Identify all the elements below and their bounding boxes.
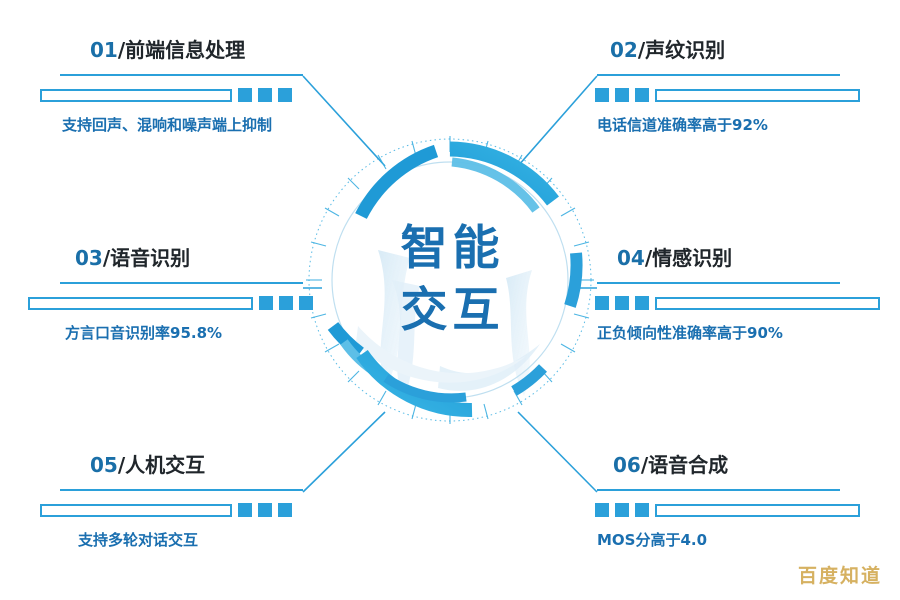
central-hub-graphic: 智能 交互 [300,130,600,430]
item-03-bar-square-3 [299,296,313,310]
item-03-description: 方言口音识别率95.8% [65,324,223,342]
item-02-number: 02 [610,38,638,62]
item-01-description: 支持回声、混响和噪声端上抑制 [62,116,273,134]
item-02-bar [595,88,860,102]
item-04[interactable]: 04/情感识别 正负倾向性准确率高于90% [595,248,880,341]
item-01[interactable]: 01/前端信息处理 支持回声、混响和噪声端上抑制 [40,40,305,133]
item-06-bar-track [655,503,860,517]
item-03-bar-square-2 [279,296,293,310]
item-06-description: MOS分高于4.0 [597,531,708,549]
item-03-bar-square-1 [259,296,273,310]
item-02-bar-track [655,88,860,102]
item-05-title: 05/人机交互 [90,455,305,475]
item-02-title-text: 声纹识别 [645,38,726,62]
item-05-bar-track [40,503,232,517]
item-02[interactable]: 02/声纹识别 电话信道准确率高于92% [595,40,860,133]
item-03-separator: / [102,246,111,270]
item-05[interactable]: 05/人机交互 支持多轮对话交互 [40,455,305,548]
item-03-rule [60,282,303,284]
item-02-bar-square-1 [635,88,649,102]
item-03-title: 03/语音识别 [75,248,305,268]
item-05-bar-square-3 [278,503,292,517]
item-02-separator: / [637,38,646,62]
item-01-number: 01 [90,38,118,62]
item-01-title-text: 前端信息处理 [125,38,246,62]
item-04-rule [597,282,840,284]
item-03-number: 03 [75,246,103,270]
item-06-separator: / [640,453,649,477]
item-06-bar-square-3 [595,503,609,517]
item-06-number: 06 [613,453,641,477]
item-05-bar-square-1 [238,503,252,517]
item-06-bar [595,503,860,517]
watermark: 百度知道 [797,565,882,587]
item-04-title-text: 情感识别 [652,246,733,270]
item-05-separator: / [117,453,126,477]
item-01-title: 01/前端信息处理 [90,40,305,60]
item-03[interactable]: 03/语音识别 方言口音识别率95.8% [20,248,313,342]
item-02-title: 02/声纹识别 [610,40,860,60]
item-03-title-text: 语音识别 [110,246,191,270]
item-01-bar-square-2 [258,88,272,102]
item-04-description: 正负倾向性准确率高于90% [597,324,783,342]
item-02-bar-square-3 [595,88,609,102]
item-03-bar-track [28,296,253,310]
item-04-bar-square-3 [595,296,609,310]
item-04-title: 04/情感识别 [617,248,880,268]
item-04-bar-square-1 [635,296,649,310]
item-06-title-text: 语音合成 [648,453,729,477]
item-03-bar [28,296,313,310]
item-04-separator: / [644,246,653,270]
item-06-bar-square-1 [635,503,649,517]
item-02-description: 电话信道准确率高于92% [597,116,768,134]
item-05-title-text: 人机交互 [125,453,206,477]
item-01-separator: / [117,38,126,62]
item-04-bar [595,296,880,310]
item-05-bar [40,503,292,517]
item-05-bar-square-2 [258,503,272,517]
item-01-bar-square-3 [278,88,292,102]
item-04-bar-square-2 [615,296,629,310]
item-05-number: 05 [90,453,118,477]
item-04-bar-track [655,296,880,310]
item-01-bar-track [40,88,232,102]
item-05-rule [60,489,303,491]
item-05-description: 支持多轮对话交互 [78,531,199,549]
item-01-bar [40,88,292,102]
item-01-rule [60,74,303,76]
item-02-rule [597,74,840,76]
item-02-bar-square-2 [615,88,629,102]
item-01-bar-square-1 [238,88,252,102]
item-06-title: 06/语音合成 [613,455,860,475]
item-06-bar-square-2 [615,503,629,517]
item-04-number: 04 [617,246,645,270]
item-06[interactable]: 06/语音合成 MOS分高于4.0 [595,455,860,548]
item-06-rule [597,489,840,491]
